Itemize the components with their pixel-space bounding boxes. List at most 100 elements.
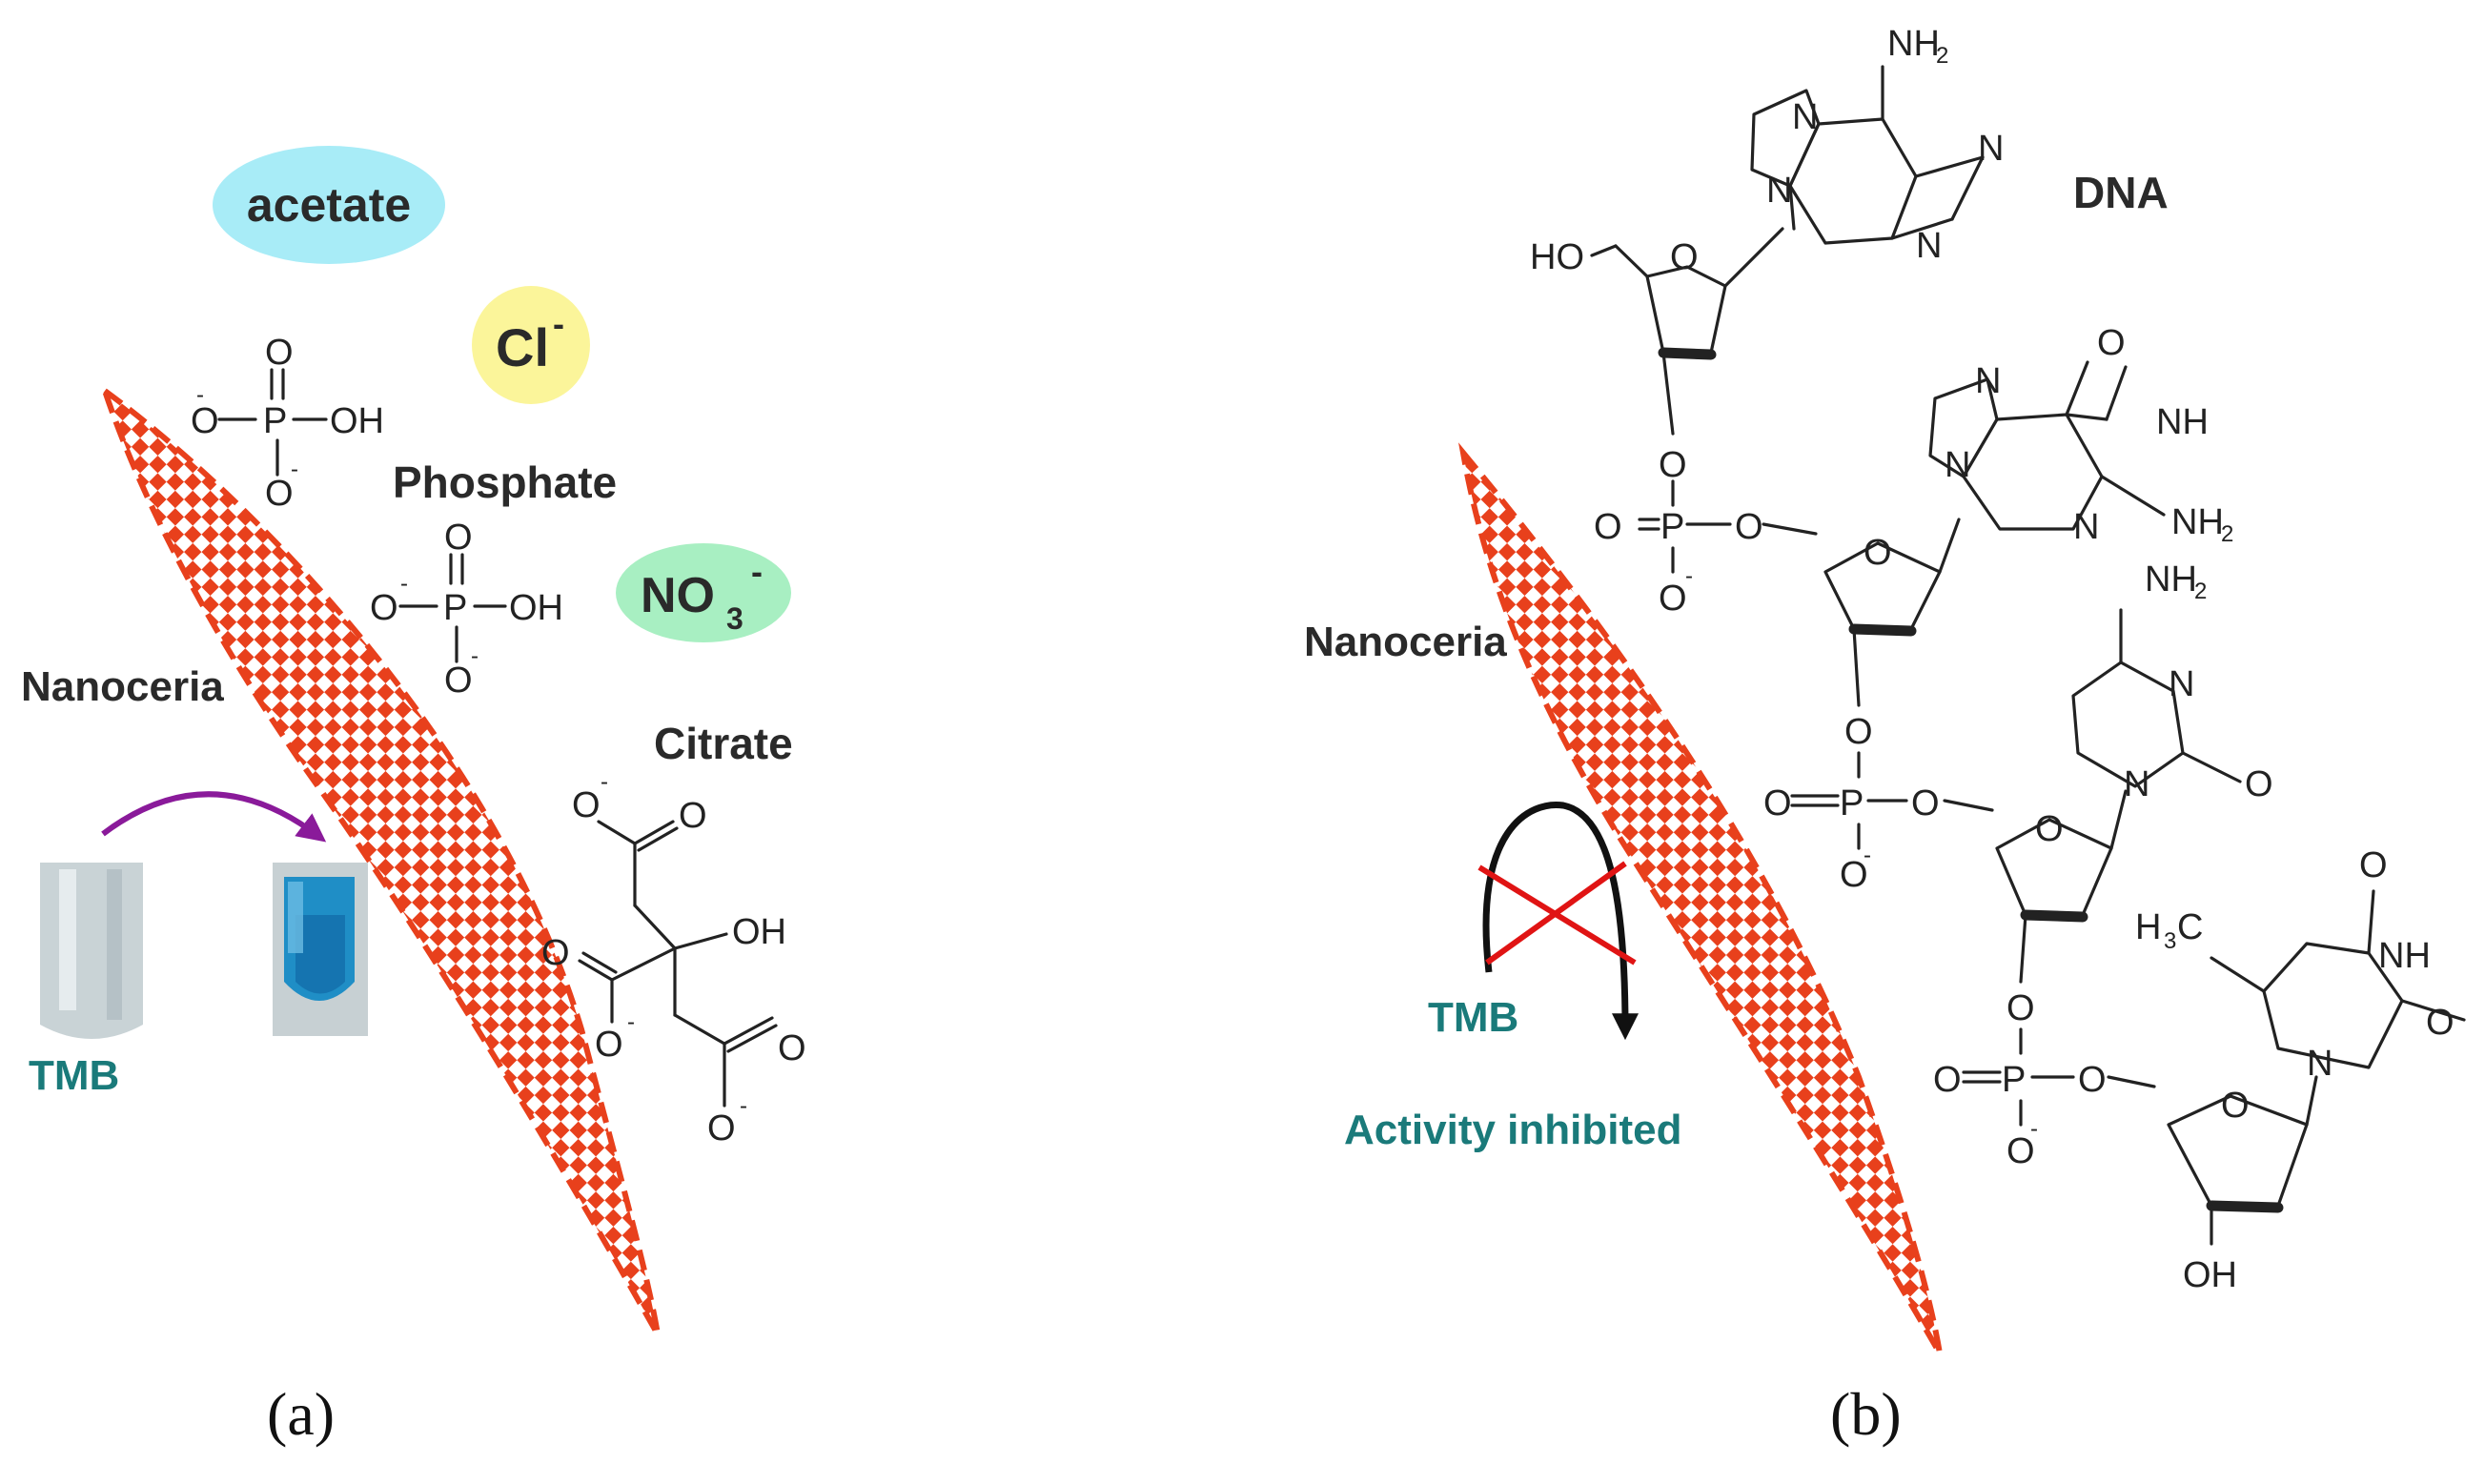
acetate-label: acetate [247,178,411,232]
acetate-bubble [213,146,445,264]
svg-text:3: 3 [2164,928,2176,954]
nitrate-label: NO [641,568,715,623]
svg-text:O: O [541,933,570,973]
svg-text:O: O [265,474,294,514]
svg-text:N: N [1792,97,1818,137]
svg-text:O: O [2221,1086,2250,1126]
svg-text:O: O [2006,1131,2035,1171]
svg-text:N: N [1916,226,1942,266]
svg-text:O: O [1933,1060,1962,1100]
svg-text:-: - [627,1009,635,1035]
svg-text:O: O [2426,1003,2454,1043]
svg-text:O: O [2245,764,2273,804]
svg-text:NH: NH [2378,936,2431,976]
svg-text:C: C [2177,907,2203,947]
svg-text:P: P [263,401,287,441]
svg-text:O: O [707,1108,736,1149]
panel-b-caption: (b) [1830,1380,1902,1448]
svg-text:P: P [1660,507,1684,547]
inhibited-arrow [1482,801,1639,1041]
svg-text:P: P [443,588,467,628]
thymine-base: O NH O N H 3 C [2135,845,2466,1084]
svg-text:-: - [1685,563,1693,589]
tmb-label-a: TMB [29,1052,119,1099]
svg-text:O: O [1840,855,1868,895]
svg-text:O: O [1763,783,1792,823]
svg-text:2: 2 [2221,521,2233,547]
svg-text:O: O [1844,712,1873,752]
citrate-label: Citrate [654,719,793,768]
nanoceria-label-a: Nanoceria [21,663,224,710]
svg-text:O: O [572,785,601,825]
svg-text:O: O [1659,445,1687,485]
svg-text:N: N [2124,764,2149,804]
svg-text:O: O [370,588,398,628]
svg-text:O: O [2006,988,2035,1028]
svg-text:O: O [2035,809,2064,849]
svg-text:O: O [1670,237,1699,277]
conversion-arrow [101,791,327,843]
adenine-base: N N N N NH 2 [1750,24,2004,266]
svg-text:P: P [2002,1060,2026,1100]
svg-text:O: O [191,401,219,441]
sugar-4: O OH [2167,1075,2318,1295]
chloride-label: Cl [496,317,549,377]
svg-text:O: O [2097,323,2126,363]
dna-label: DNA [2073,168,2169,217]
phosphate-molecule-1: O P O - OH O - [191,333,384,514]
guanine-base: O NH N N N NH 2 [1928,323,2233,547]
svg-text:-: - [196,382,204,408]
svg-text:-: - [740,1093,747,1119]
svg-text:O: O [595,1025,623,1065]
svg-text:O: O [1911,783,1940,823]
svg-text:H: H [2135,907,2161,947]
nanoceria-label-b: Nanoceria [1304,619,1507,665]
sugar-2: O O P O O O - [1763,518,1994,895]
svg-text:-: - [1864,843,1871,868]
svg-text:-: - [471,643,479,669]
phosphate-label: Phosphate [393,457,617,507]
svg-text:N: N [1945,445,1970,485]
phosphate-molecule-2: O P O - OH O - [370,518,563,701]
svg-text:O: O [1659,579,1687,619]
dna-structure: N N N N NH 2 H O O O P [1530,24,2466,1295]
svg-text:-: - [400,571,408,597]
svg-text:2: 2 [1936,43,1948,69]
chloride-bubble [472,286,590,404]
svg-text:N: N [1978,129,2004,169]
svg-text:O: O [265,333,294,373]
cytosine-base: NH 2 N O N [2071,559,2273,804]
svg-text:N: N [2169,664,2194,704]
svg-text:OH: OH [732,912,786,952]
svg-text:-: - [291,457,298,482]
chloride-charge: - [553,304,564,343]
panel-a-caption: (a) [267,1380,335,1448]
svg-text:O: O [444,518,473,558]
panel-a: acetate Cl - NO 3 - Phosphate Citrate Na… [21,146,806,1448]
activity-inhibited-label: Activity inhibited [1344,1107,1681,1153]
svg-text:OH: OH [509,588,563,628]
svg-text:NH: NH [2156,402,2209,442]
tmb-colorless-tube [40,863,143,1039]
svg-text:O: O [778,1028,806,1068]
cross-line-2 [1485,861,1627,966]
nanoceria-surface-a [99,383,661,1336]
svg-text:2: 2 [2194,579,2207,604]
svg-text:NH: NH [2145,559,2197,600]
svg-text:O: O [1735,507,1763,547]
svg-text:OH: OH [330,401,384,441]
svg-text:O: O [1594,507,1622,547]
citrate-molecule: O - O OH O O - O O - [541,769,806,1149]
sugar-1: HO O O P O O O - [1530,227,1818,619]
svg-text:O: O [2359,845,2388,885]
tmb-label-b: TMB [1428,994,1518,1041]
svg-text:N: N [2073,507,2099,547]
nitrate-subscript: 3 [726,601,743,636]
svg-text:N: N [1975,361,2001,401]
tmb-blue-tube [273,863,368,1036]
svg-text:O: O [1864,533,1892,573]
svg-text:O: O [444,661,473,701]
svg-text:-: - [2030,1116,2038,1142]
